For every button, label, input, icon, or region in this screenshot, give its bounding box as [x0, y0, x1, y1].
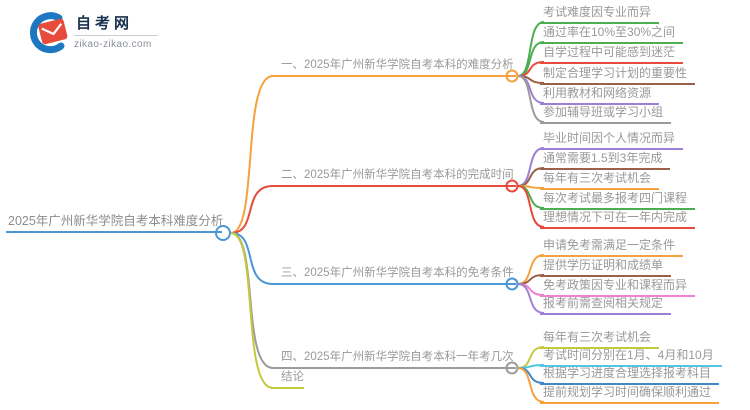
leaf-node: 利用教材和网络资源 [540, 85, 660, 105]
branch-node: 三、2025年广州新华学院自考本科的免考条件 [271, 265, 516, 285]
leaf-node: 参加辅导班或学习小组 [540, 104, 672, 124]
leaf-node: 提供学历证明和成绩单 [540, 257, 672, 277]
logo-domain: zikao-zikao.com [74, 39, 152, 50]
leaf-node: 报考前需查阅相关规定 [540, 295, 672, 315]
leaf-node: 免考政策因专业和课程而异 [540, 277, 696, 297]
branch-node: 四、2025年广州新华学院自考本科一年考几次 [271, 349, 516, 369]
leaf-node: 通过率在10%至30%之间 [540, 24, 684, 44]
connector-curve [230, 185, 274, 234]
branch-node: 一、2025年广州新华学院自考本科的难度分析 [271, 57, 516, 77]
connector-curve [230, 232, 274, 389]
logo-divider [74, 35, 158, 36]
logo-title: 自考网 [76, 15, 134, 32]
branch-node: 二、2025年广州新华学院自考本科的完成时间 [271, 167, 516, 187]
leaf-node: 考试时间分别在1月、4月和10月 [540, 347, 722, 367]
leaf-node: 根据学习进度合理选择报考科目 [540, 365, 720, 385]
leaf-node: 理想情况下可在一年内完成 [540, 209, 696, 229]
connector-curve [230, 232, 274, 285]
leaf-node: 每次考试最多报考四门课程 [540, 190, 696, 210]
connector-curve [230, 232, 274, 369]
graduation-cap-icon [29, 12, 68, 54]
leaf-node: 提前规划学习时间确保顺利通过 [540, 384, 720, 404]
connector-curve [230, 75, 274, 234]
leaf-node: 毕业时间因个人情况而异 [540, 130, 684, 150]
logo: 自考网 zikao-zikao.com [28, 10, 158, 56]
branch-node: 结论 [271, 369, 304, 389]
leaf-node: 每年有三次考试机会 [540, 170, 660, 190]
leaf-node: 自学过程中可能感到迷茫 [540, 44, 684, 64]
leaf-node: 制定合理学习计划的重要性 [540, 65, 696, 85]
leaf-node: 每年有三次考试机会 [540, 329, 660, 349]
leaf-node: 通常需要1.5到3年完成 [540, 150, 671, 170]
leaf-node: 申请免考需满足一定条件 [540, 237, 684, 257]
mindmap-root-node: 2025年广州新华学院自考本科难度分析 [6, 213, 223, 233]
leaf-node: 考试难度因专业而异 [540, 4, 660, 24]
